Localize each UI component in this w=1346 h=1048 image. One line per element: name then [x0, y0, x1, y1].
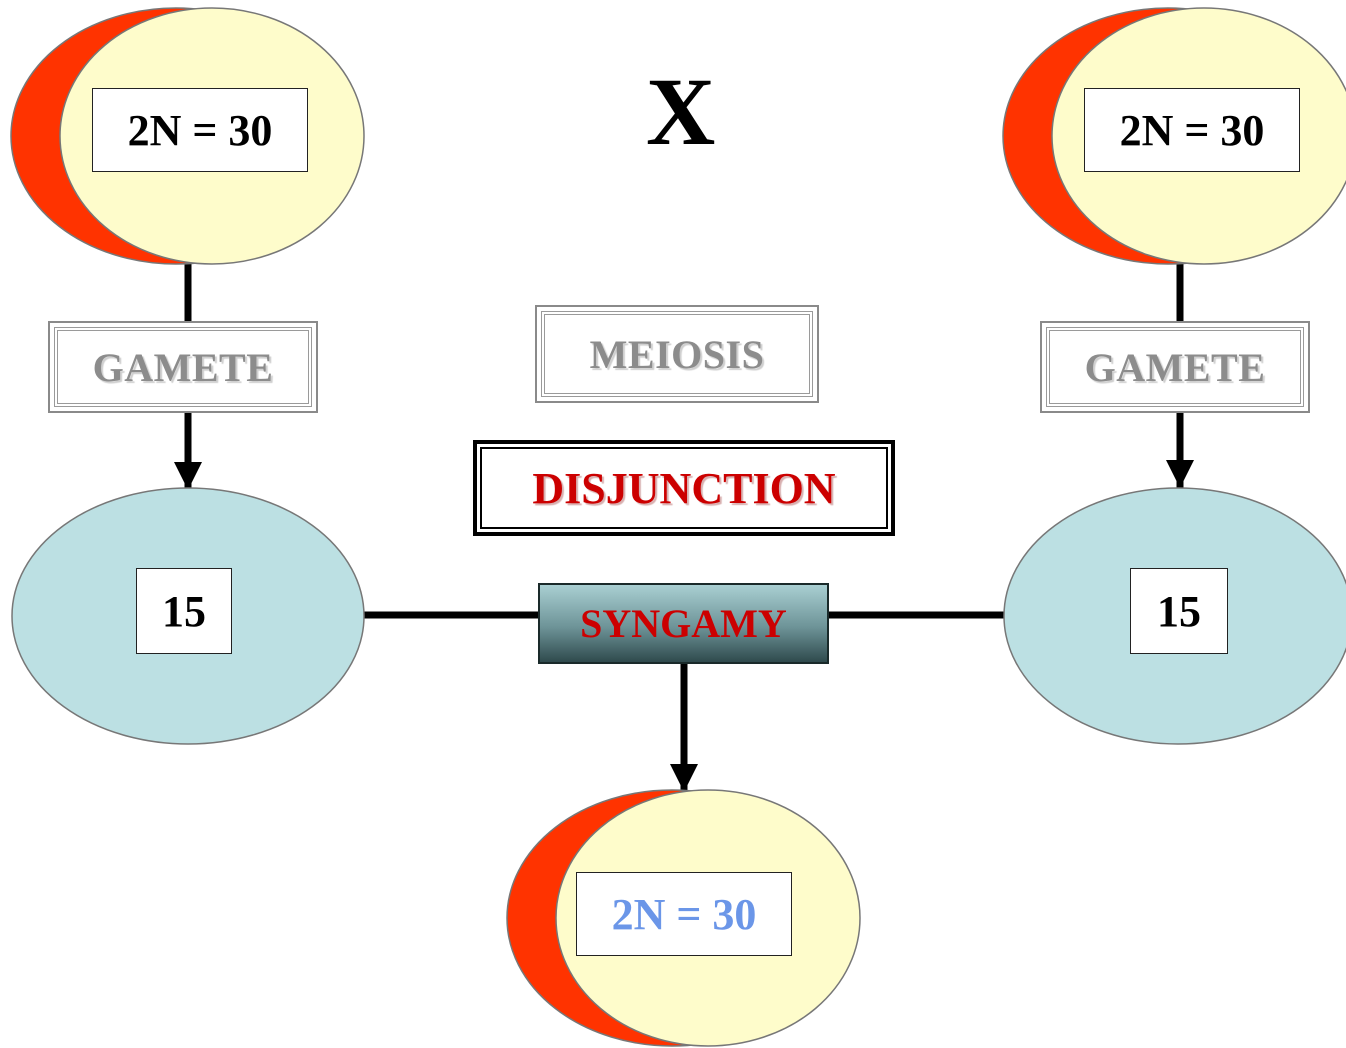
right-gamete-process-frame: GAMETE	[1040, 321, 1310, 413]
offspring-ploidy-label: 2N = 30	[576, 872, 792, 956]
disjunction-label: DISJUNCTION	[480, 447, 888, 529]
right-parent-ploidy-label: 2N = 30	[1084, 88, 1300, 172]
right-gamete-process-label: GAMETE	[1046, 327, 1304, 407]
syngamy-label: SYNGAMY	[538, 583, 829, 664]
left-gamete-process-label: GAMETE	[54, 327, 312, 407]
left-gamete-arrowhead	[174, 462, 202, 490]
left-parent-ploidy-label: 2N = 30	[92, 88, 308, 172]
meiosis-label: MEIOSIS	[541, 311, 813, 397]
disjunction-frame: DISJUNCTION	[473, 440, 895, 536]
offspring-arrowhead	[670, 764, 698, 792]
cross-symbol: X	[646, 58, 716, 165]
right-gamete-arrowhead	[1166, 460, 1194, 488]
right-gamete-count-label: 15	[1130, 568, 1228, 654]
meiosis-frame: MEIOSIS	[535, 305, 819, 403]
left-gamete-process-frame: GAMETE	[48, 321, 318, 413]
left-gamete-count-label: 15	[136, 568, 232, 654]
